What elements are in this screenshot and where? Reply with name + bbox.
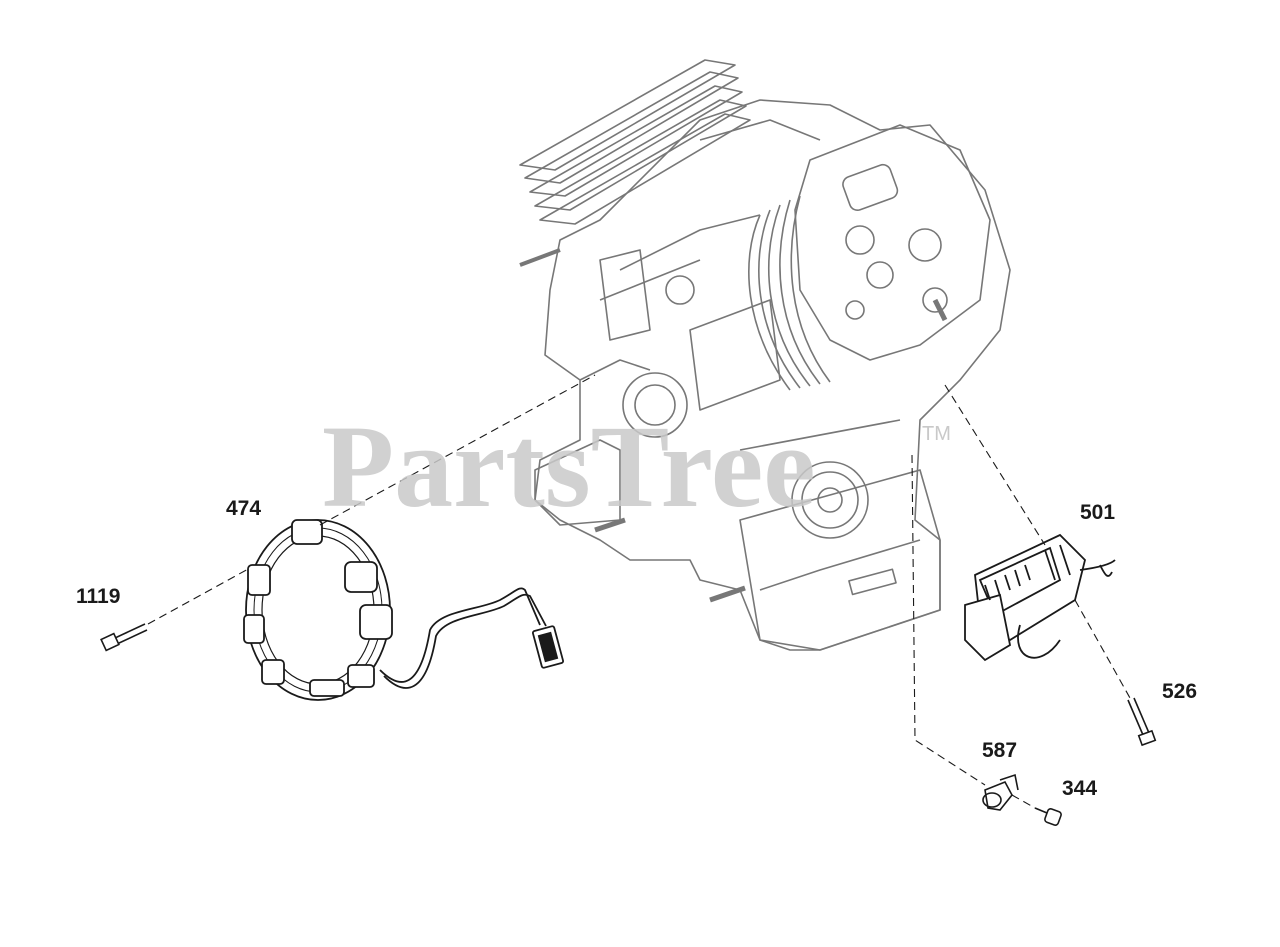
stator-474	[243, 519, 564, 701]
leader-501	[944, 384, 1046, 546]
watermark-text: PartsTree	[322, 401, 816, 532]
leader-587	[911, 454, 986, 786]
bracket-587	[982, 773, 1019, 811]
bolt-1119	[100, 623, 148, 652]
leader-lines	[147, 374, 1131, 809]
callout-1119: 1119	[76, 585, 121, 608]
callout-344: 344	[1062, 777, 1098, 800]
cylinder-head	[794, 124, 991, 361]
regulator-501	[964, 533, 1116, 662]
watermark-trademark: TM	[922, 423, 951, 445]
callout-501: 501	[1080, 501, 1116, 524]
callout-587: 587	[982, 739, 1018, 762]
callout-474: 474	[226, 497, 262, 520]
screw-344	[1034, 807, 1062, 826]
callout-526: 526	[1162, 680, 1198, 703]
cylinder-fins	[519, 59, 751, 225]
leader-526	[1074, 599, 1131, 699]
lower-pulley	[791, 461, 869, 539]
leader-1119	[147, 567, 251, 625]
bolt-526	[1127, 697, 1157, 747]
leader-474	[319, 374, 596, 526]
leader-344	[1011, 794, 1036, 809]
engine-block	[519, 59, 1011, 651]
